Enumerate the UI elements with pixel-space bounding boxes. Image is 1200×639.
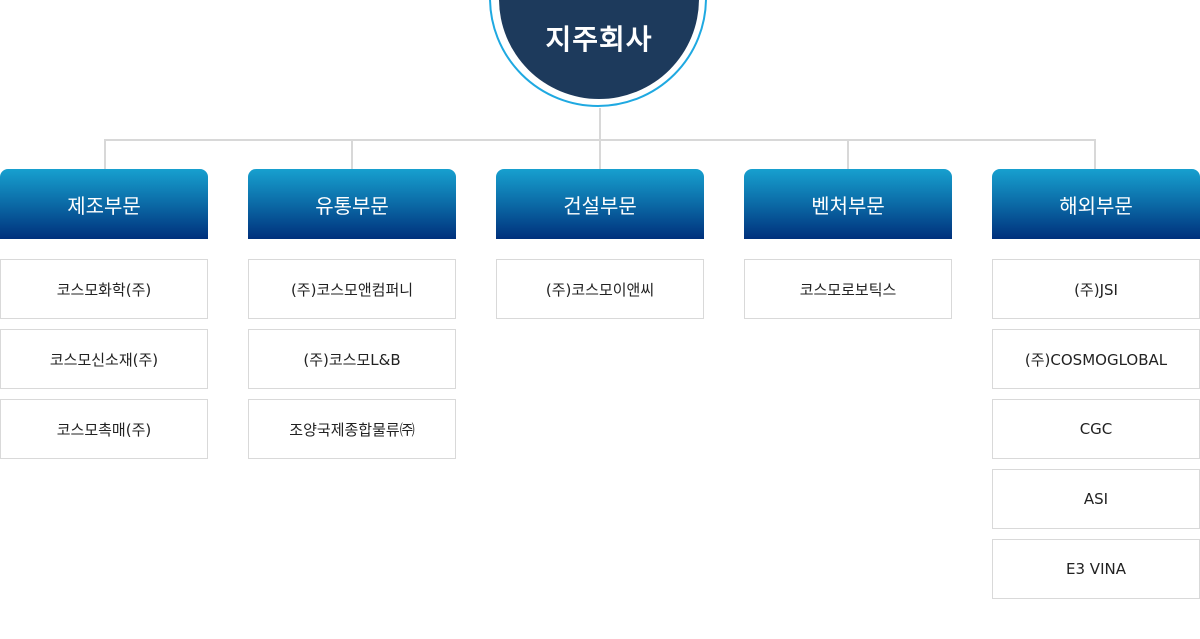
company-box: (주)코스모앤컴퍼니 bbox=[248, 259, 456, 319]
division-distribution: 유통부문 bbox=[248, 169, 456, 239]
division-manufacturing: 제조부문 bbox=[0, 169, 208, 239]
company-box: (주)코스모이앤씨 bbox=[496, 259, 704, 319]
root-node-label: 지주회사 bbox=[545, 23, 653, 56]
division-venture: 벤처부문 bbox=[744, 169, 952, 239]
company-box: 조양국제종합물류㈜ bbox=[248, 399, 456, 459]
division-overseas: 해외부문 bbox=[992, 169, 1200, 239]
company-box: 코스모로보틱스 bbox=[744, 259, 952, 319]
company-box: ASI bbox=[992, 469, 1200, 529]
root-connector bbox=[599, 108, 601, 140]
division-connector bbox=[599, 139, 601, 169]
division-connector bbox=[351, 139, 353, 169]
company-box: (주)JSI bbox=[992, 259, 1200, 319]
company-box: E3 VINA bbox=[992, 539, 1200, 599]
division-connector bbox=[847, 139, 849, 169]
company-box: 코스모신소재(주) bbox=[0, 329, 208, 389]
company-box: 코스모화학(주) bbox=[0, 259, 208, 319]
company-box: (주)코스모L&B bbox=[248, 329, 456, 389]
company-box: 코스모촉매(주) bbox=[0, 399, 208, 459]
division-construction: 건설부문 bbox=[496, 169, 704, 239]
company-box: CGC bbox=[992, 399, 1200, 459]
company-box: (주)COSMOGLOBAL bbox=[992, 329, 1200, 389]
division-connector bbox=[104, 139, 106, 169]
division-connector bbox=[1094, 139, 1096, 169]
